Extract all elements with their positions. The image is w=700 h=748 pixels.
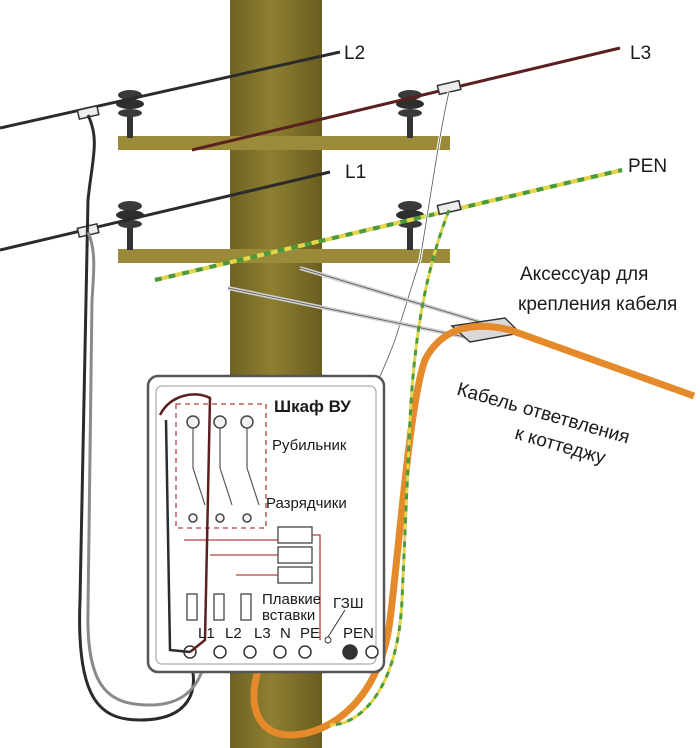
wire-label-pen: PEN: [628, 156, 668, 177]
gzsh-label: ГЗШ: [333, 595, 364, 612]
fuses-label-line2: вставки: [262, 607, 316, 624]
fuses-label-line1: Плавкие: [262, 591, 322, 608]
wire-l2: [0, 50, 341, 130]
terminal-label-pe: PE: [300, 625, 321, 642]
cabinet-inner: [155, 385, 377, 665]
accessory-label-line1: Аксессуар для: [520, 264, 649, 285]
insulator-lower-left: [116, 201, 144, 250]
terminal-label-l2: L2: [225, 625, 242, 642]
lower-crossarm: [118, 249, 450, 263]
wire-l1: [0, 170, 331, 252]
switch-region: [175, 403, 267, 529]
arresters: [277, 526, 313, 584]
arresters-label: Разрядчики: [266, 495, 347, 512]
internal-wire-black: [164, 419, 191, 654]
upper-crossarm: [118, 136, 450, 150]
drop-wire-black: [78, 114, 195, 722]
switch-label: Рубильник: [272, 437, 347, 454]
terminal-label-l1: L1: [198, 625, 215, 642]
terminal-label-l3: L3: [254, 625, 271, 642]
wire-label-l3: L3: [630, 43, 652, 64]
wire-label-l2: L2: [344, 43, 366, 64]
switch-poles: [186, 415, 254, 523]
wire-clamps: [76, 79, 462, 239]
drop-wire-grey: [86, 231, 207, 707]
fuses: [186, 593, 252, 621]
gzsh-point: [324, 636, 332, 644]
terminal-label-n: N: [280, 625, 291, 642]
pen-down-wire: [329, 209, 451, 727]
terminal-label-pen: PEN: [343, 625, 374, 642]
service-cable: [250, 322, 696, 739]
cabinet-title: Шкаф ВУ: [274, 397, 351, 416]
accessory-label-line2: крепления кабеля: [518, 294, 678, 315]
insulator-lower-right: [396, 201, 424, 250]
wire-label-l1: L1: [345, 162, 367, 183]
internal-wire-brown: [158, 393, 212, 653]
wire-l3: [191, 46, 621, 152]
